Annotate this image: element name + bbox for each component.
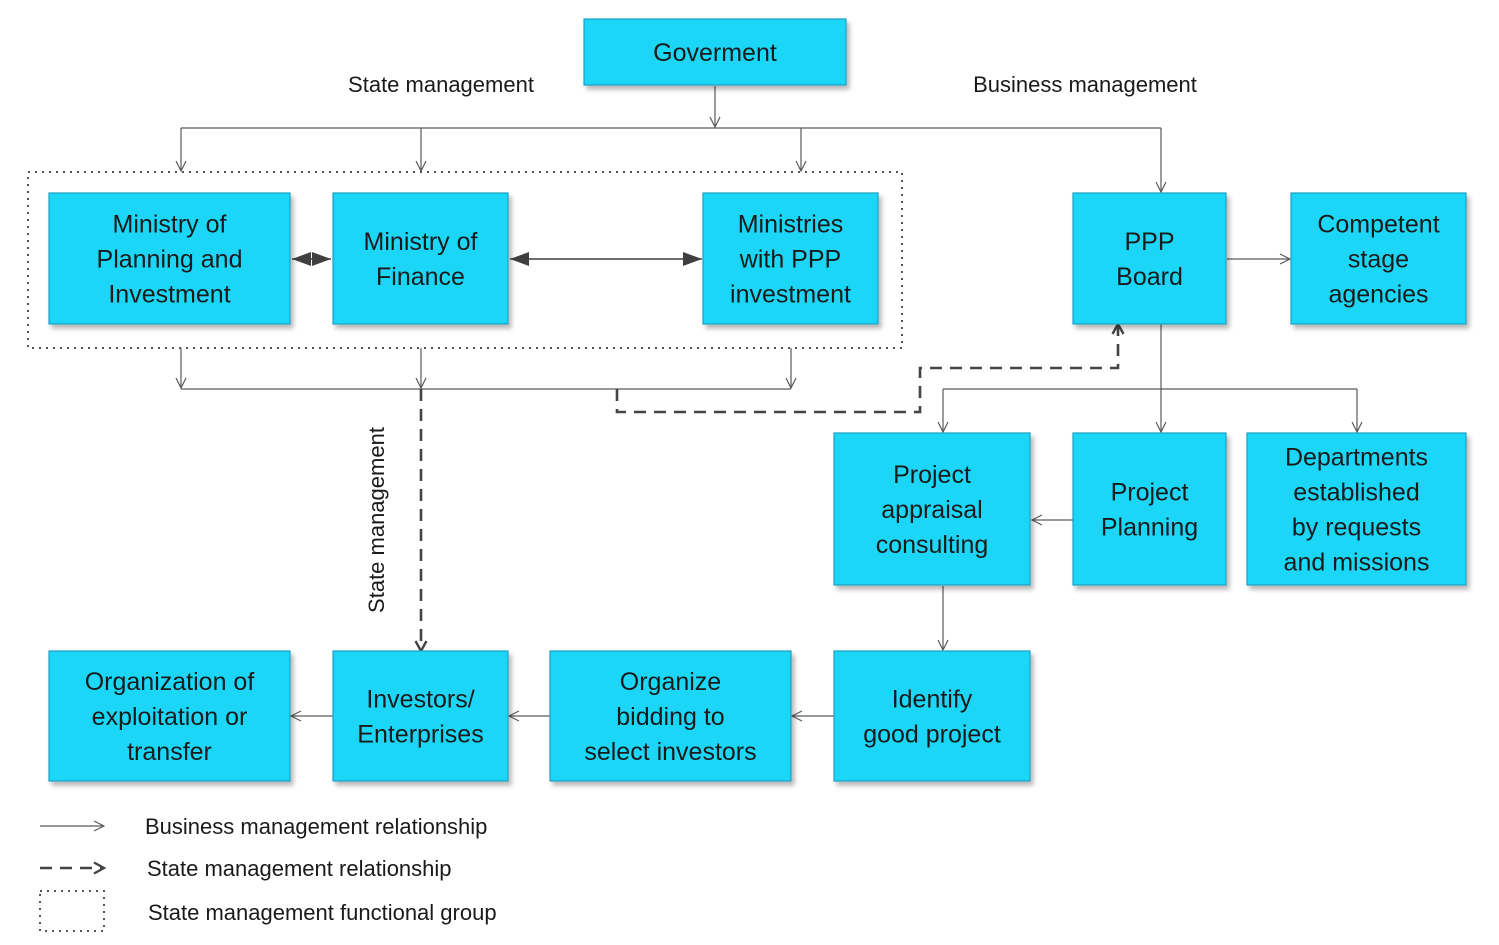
box-rect [48, 192, 291, 325]
state-relation-to-ppp-board [615, 324, 1118, 414]
box-label-line: Board [1116, 263, 1183, 291]
box-label-line: Project [893, 461, 971, 489]
box-label-line: Planning and [97, 246, 243, 274]
box-project-appraisal: Project appraisal consulting [833, 432, 1031, 586]
box-rect [1072, 192, 1227, 325]
box-rect [1290, 192, 1467, 325]
box-label-line: with PPP [739, 246, 841, 274]
box-label-line: by requests [1292, 514, 1421, 542]
box-label-line: appraisal [881, 496, 982, 524]
legend-business-label: Business management relationship [145, 814, 487, 839]
box-rect [833, 432, 1031, 586]
box-label-line: established [1293, 479, 1419, 507]
box-label-line: investment [730, 281, 851, 309]
box-identify-project: Identify good project [833, 650, 1031, 782]
box-label-line: exploitation or [92, 703, 248, 731]
box-label-line: Organize [620, 668, 721, 696]
box-label-line: Ministries [738, 211, 844, 239]
box-label-line: Finance [376, 263, 465, 291]
box-departments: Departments established by requests and mis… [1246, 432, 1467, 586]
legend-group-frame-icon [39, 890, 105, 932]
box-label-line: select investors [584, 738, 756, 766]
box-rect [702, 192, 879, 325]
box-label-line: stage [1348, 246, 1409, 274]
legend-group-label: State management functional group [148, 900, 497, 925]
box-label-line: PPP [1124, 228, 1174, 256]
box-investors: Investors/Enterprises [332, 650, 509, 782]
box-rect [1246, 432, 1467, 586]
box-label-line: Goverment [653, 39, 777, 67]
legend: Business management relationship State m… [39, 814, 497, 932]
box-competent-agencies: Competent stage agencies [1290, 192, 1467, 325]
box-organize-bidding: Organize bidding to select investors [549, 650, 792, 782]
box-rect [1072, 432, 1227, 586]
box-organization-exploitation: Organization of exploitation or transfer [48, 650, 291, 782]
box-label-line: and missions [1284, 549, 1430, 577]
box-rect [833, 650, 1031, 782]
box-label-line: Ministry of [113, 211, 227, 239]
box-rect [332, 650, 509, 782]
box-rect [583, 18, 847, 86]
box-label-line: transfer [127, 738, 212, 766]
legend-state-label: State management relationship [147, 856, 452, 881]
state-management-vertical-label: State management [364, 427, 389, 613]
box-label-line: Investors/ [366, 686, 474, 714]
box-label-line: consulting [876, 531, 989, 559]
box-ministries-ppp: Ministries with PPP investment [702, 192, 879, 325]
business-management-label: Business management [973, 72, 1197, 97]
box-label-line: Investment [108, 281, 230, 309]
box-label-line: good project [863, 721, 1001, 749]
box-label-line: bidding to [616, 703, 724, 731]
box-ministry-finance: Ministry of Finance [332, 192, 509, 325]
box-label-line: agencies [1328, 281, 1428, 309]
box-label-line: Organization of [85, 668, 255, 696]
box-label-line: Project [1111, 479, 1189, 507]
box-label-line: Competent [1317, 211, 1439, 239]
state-management-label: State management [348, 72, 534, 97]
box-label-line: Identify [892, 686, 973, 714]
box-rect [48, 650, 291, 782]
box-label-line: Ministry of [364, 228, 478, 256]
box-ppp-board: PPP Board [1072, 192, 1227, 325]
box-government: Goverment [583, 18, 847, 86]
box-label-line: Planning [1101, 514, 1198, 542]
box-rect [332, 192, 509, 325]
box-label-line: Departments [1285, 444, 1428, 472]
box-label-line: Enterprises [357, 721, 483, 749]
box-rect [549, 650, 792, 782]
